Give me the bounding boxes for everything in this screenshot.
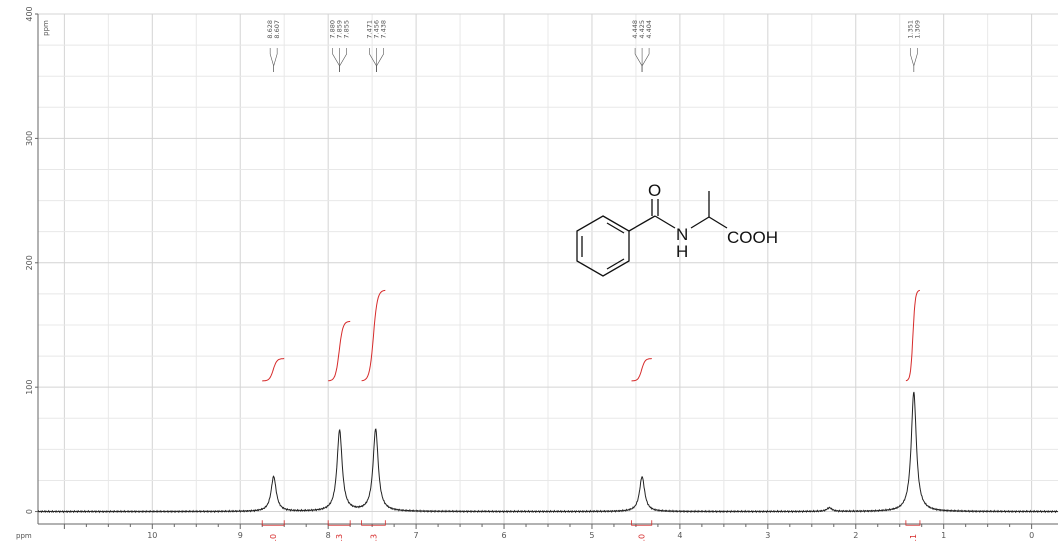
integral-bracket xyxy=(327,520,351,526)
oxygen-label: O xyxy=(648,181,661,200)
peak-shift-label: 7.438 xyxy=(380,20,388,39)
y-tick-label: 400 xyxy=(25,6,34,21)
peak-leader-line xyxy=(332,48,340,72)
peak-leader-line xyxy=(376,48,384,72)
peak-leader-line xyxy=(339,48,347,72)
peak-shift-label: 7.456 xyxy=(373,20,381,39)
integral-value-label: 1.0 xyxy=(638,534,647,541)
nitrogen-label: N xyxy=(676,225,688,244)
carboxyl-label: COOH xyxy=(727,228,778,247)
benzene-ring xyxy=(576,215,630,277)
x-axis-label: ppm xyxy=(16,532,32,540)
peak-shift-label: 1.351 xyxy=(906,20,914,39)
integral-bracket xyxy=(905,520,921,526)
alpha-to-cooh-bond xyxy=(708,216,728,229)
integral-bracket xyxy=(631,520,653,526)
x-tick-label: 7 xyxy=(414,531,419,540)
peak-leader-line xyxy=(641,48,650,72)
y-tick-label: 0 xyxy=(25,509,34,514)
y-tick-label: 200 xyxy=(25,255,34,270)
integral-bracket xyxy=(261,520,285,526)
ring-to-carbonyl-bond xyxy=(628,215,656,232)
x-tick-label: 9 xyxy=(238,531,243,540)
spectrum-trace xyxy=(37,391,1059,514)
y-tick-label: 100 xyxy=(25,380,34,395)
peak-shift-label: 7.859 xyxy=(336,20,344,39)
peak-shift-label: 1.309 xyxy=(913,20,921,39)
ring-double-bond-1 xyxy=(606,222,625,234)
peak-shift-label: 7.471 xyxy=(366,20,374,39)
x-tick-label: 10 xyxy=(147,531,157,540)
carbonyl-to-n-bond xyxy=(654,215,676,229)
peak-shift-label: 4.448 xyxy=(631,20,639,39)
molecule-structure xyxy=(576,191,728,277)
integral-curve xyxy=(361,289,386,382)
y-axis-ticks: 0 100 200 300 400 xyxy=(25,6,38,514)
integral-value-label: 1.0 xyxy=(269,534,278,541)
integral-curve xyxy=(631,358,652,382)
x-tick-label: 1 xyxy=(941,531,946,540)
peak-leader-line xyxy=(369,48,377,72)
x-tick-label: 4 xyxy=(677,531,682,540)
plot-grid xyxy=(38,13,1058,524)
peak-leader-line xyxy=(913,48,918,72)
n-to-alpha-bond xyxy=(690,216,710,229)
ring-double-bond-2 xyxy=(606,258,625,270)
x-tick-label: 6 xyxy=(501,531,506,540)
x-tick-label: 3 xyxy=(765,531,770,540)
x-tick-label: 0 xyxy=(1029,531,1034,540)
x-tick-label: 8 xyxy=(326,531,331,540)
integral-curve xyxy=(328,320,351,382)
peak-leader-line xyxy=(269,48,274,72)
integral-value-label: 3.3 xyxy=(369,534,378,541)
integral-bracket xyxy=(361,520,386,526)
peak-leader-line xyxy=(273,48,278,72)
peak-shift-label: 4.425 xyxy=(638,20,646,39)
peak-shift-label: 4.404 xyxy=(645,20,653,39)
y-axis-unit-label: ppm xyxy=(42,20,50,36)
integral-value-label: 3.1 xyxy=(909,534,918,541)
peak-shift-label: 8.607 xyxy=(273,20,281,39)
integral-curve xyxy=(262,358,285,382)
integral-curve xyxy=(905,289,921,382)
peak-shift-label: 8.628 xyxy=(266,20,274,39)
x-tick-label: 2 xyxy=(853,531,858,540)
peak-leader-line xyxy=(909,48,915,72)
amide-hydrogen-label: H xyxy=(676,242,688,261)
peak-shift-label: 7.855 xyxy=(343,20,351,39)
integral-curves: 1.0 2.3 3.3 1.0 3.1 xyxy=(261,289,921,541)
integral-value-label: 2.3 xyxy=(335,534,344,541)
peak-shift-label: 7.880 xyxy=(329,20,337,39)
y-tick-label: 300 xyxy=(25,131,34,146)
x-tick-label: 5 xyxy=(589,531,594,540)
